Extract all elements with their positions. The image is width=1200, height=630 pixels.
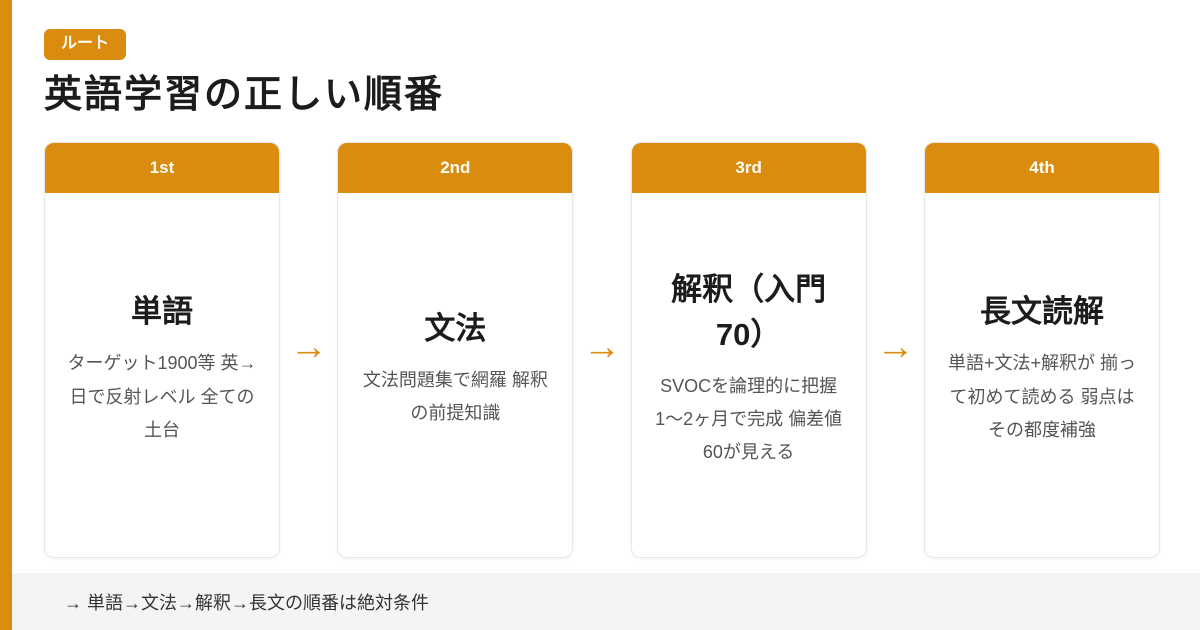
step-description: ターゲット1900等 英→日で反射レベル 全ての土台 [67,353,257,440]
step-card-body: 文法 文法問題集で網羅 解釈の前提知識 [338,193,572,557]
step-card-1: 1st 単語 ターゲット1900等 英→日で反射レベル 全ての土台 [44,141,280,558]
step-rank-label: 4th [1029,157,1055,177]
arrow-right-icon: → [289,326,328,369]
step-rank-label: 1st [149,157,175,177]
step-rank-header: 3rd [631,142,866,193]
footer-note-bar: → 単語→文法→解釈→長文の順番は絶対条件 [0,573,1200,630]
steps-row: 1st 単語 ターゲット1900等 英→日で反射レベル 全ての土台 → 2nd … [44,141,1160,558]
step-card-4: 4th 長文読解 単語+文法+解釈が 揃って初めて読める 弱点はその都度補強 [923,141,1160,558]
step-heading: 文法 [424,310,487,346]
arrow-right-icon: → [876,326,915,369]
main-content: ルート 英語学習の正しい順番 1st 単語 ターゲット1900等 英→日で反射レ… [44,29,1160,558]
step-card-3: 3rd 解釈（入門70） SVOCを論理的に把握 1〜2ヶ月で完成 偏差値60が… [630,141,867,558]
step-heading: 解釈（入門70） [671,271,827,352]
step-card-body: 長文読解 単語+文法+解釈が 揃って初めて読める 弱点はその都度補強 [925,193,1159,557]
step-rank-label: 2nd [440,157,471,177]
step-rank-header: 1st [45,142,279,193]
footer-note: → 単語→文法→解釈→長文の順番は絶対条件 [64,592,429,613]
step-description: SVOCを論理的に把握 1〜2ヶ月で完成 偏差値60が見える [655,375,843,463]
route-badge: ルート [44,29,127,60]
left-accent-bar [0,0,12,630]
step-description: 単語+文法+解釈が 揃って初めて読める 弱点はその都度補強 [947,353,1136,440]
step-heading: 長文読解 [979,294,1104,330]
step-rank-label: 3rd [735,157,762,177]
step-card-2: 2nd 文法 文法問題集で網羅 解釈の前提知識 [337,141,574,558]
step-card-body: 解釈（入門70） SVOCを論理的に把握 1〜2ヶ月で完成 偏差値60が見える [632,193,866,557]
step-description: 文法問題集で網羅 解釈の前提知識 [362,369,548,424]
step-rank-header: 4th [924,142,1159,193]
step-rank-header: 2nd [338,142,573,193]
arrow-right-icon: → [582,326,621,369]
page-title: 英語学習の正しい順番 [44,74,445,116]
step-card-body: 単語 ターゲット1900等 英→日で反射レベル 全ての土台 [45,193,279,557]
step-heading: 単語 [131,294,193,330]
